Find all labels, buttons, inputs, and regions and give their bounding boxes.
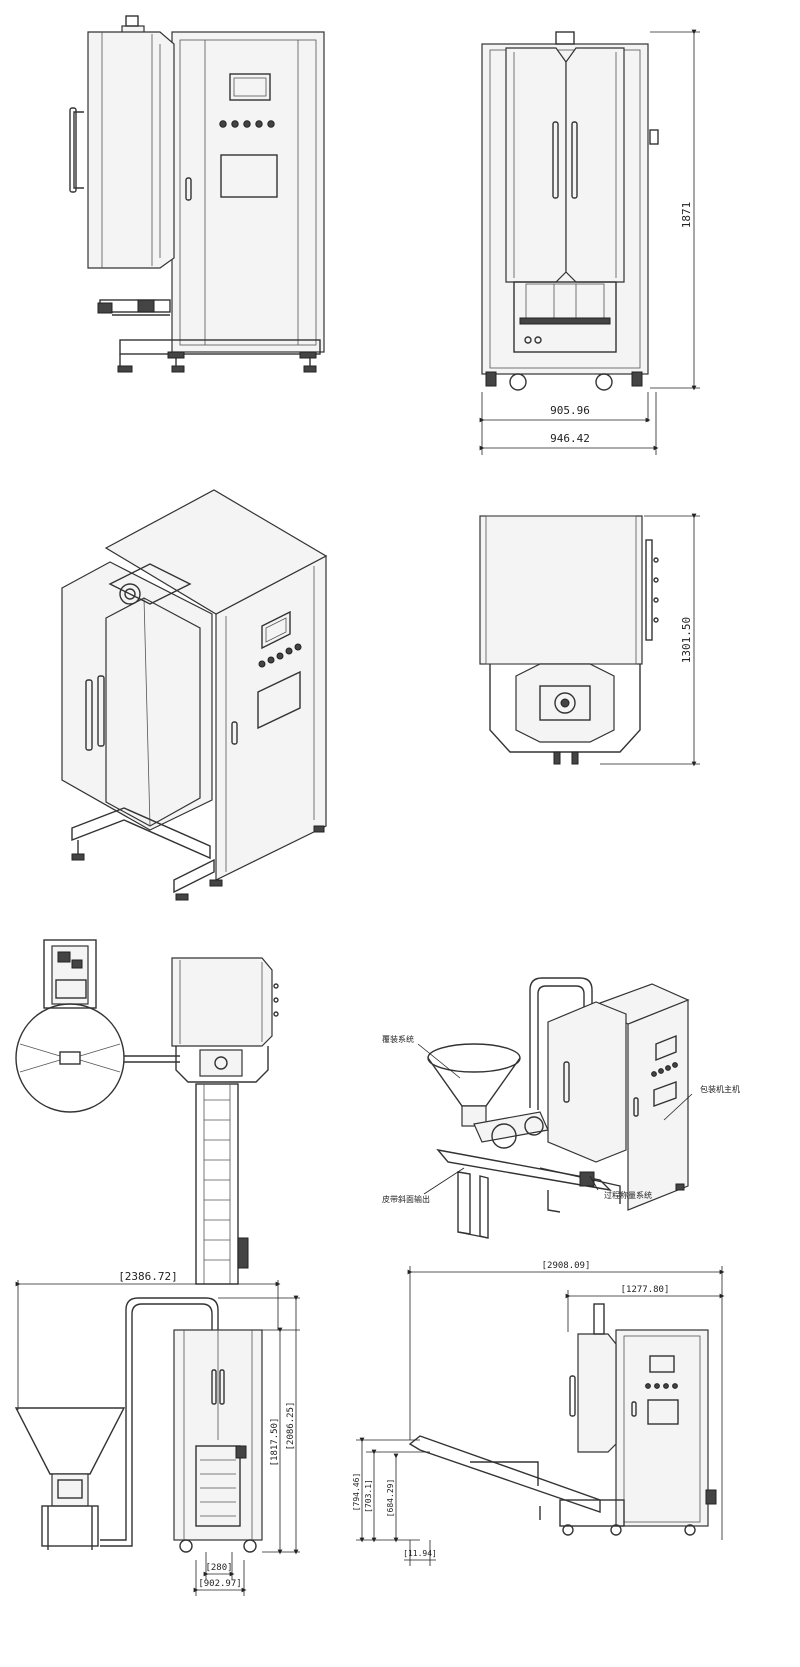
dim-height-2086: [2086.25] — [286, 1402, 296, 1451]
top-view: 1301.50 — [479, 513, 700, 767]
plan-layout — [15, 939, 279, 1285]
dim-upper-1277: [1277.80] — [621, 1285, 670, 1295]
dim-h-684: [684.29] — [386, 1479, 395, 1518]
dim-bottom-902: [902.97] — [198, 1579, 241, 1589]
sys-buttons — [651, 1062, 678, 1077]
dim-bottom-11: [11.94] — [403, 1549, 437, 1558]
control-buttons — [219, 120, 275, 128]
label-weighing-system: 过程称量系统 — [604, 1190, 652, 1200]
dim-width-905: 905.96 — [550, 404, 590, 417]
dim-height-1871: 1871 — [680, 202, 693, 229]
front-layout-slats — [200, 1459, 236, 1517]
conveyor-slats — [204, 1099, 230, 1261]
front-layout-view: [2386.72] [1817.50] — [14, 1270, 300, 1596]
front-view: 1871 905.96 946.42 — [479, 29, 700, 455]
isometric-view — [61, 489, 328, 901]
inspection-window — [220, 154, 278, 198]
dim-depth-1301: 1301.50 — [680, 617, 693, 663]
side-layout-buttons — [645, 1383, 678, 1389]
dim-overall-2908: [2908.09] — [542, 1261, 591, 1271]
hopper-circle — [15, 1003, 125, 1113]
dim-h-794: [794.46] — [352, 1473, 361, 1512]
label-feed-system: 覆装系统 — [382, 1034, 414, 1044]
dim-height-1817: [1817.50] — [270, 1418, 280, 1467]
dim-h-703: [703.1] — [364, 1479, 373, 1513]
label-main-machine: 包装机主机 — [700, 1084, 740, 1094]
dim-bottom-280: [280] — [205, 1563, 232, 1573]
label-belt-output: 皮带斜面输出 — [382, 1194, 430, 1204]
dim-width-946: 946.42 — [550, 432, 590, 445]
system-iso-view: 覆装系统 包装机主机 皮带斜面输出 过程称量系统 — [382, 977, 740, 1239]
side-view — [69, 15, 325, 373]
dim-overall-2386: [2386.72] — [118, 1270, 178, 1283]
iso-screen — [261, 610, 291, 650]
side-layout-view: [2908.09] [1277.80] [794.46] — [352, 1261, 725, 1566]
hmi-screen — [229, 73, 271, 101]
iso-buttons — [258, 643, 302, 668]
feed-funnel — [427, 1043, 521, 1073]
